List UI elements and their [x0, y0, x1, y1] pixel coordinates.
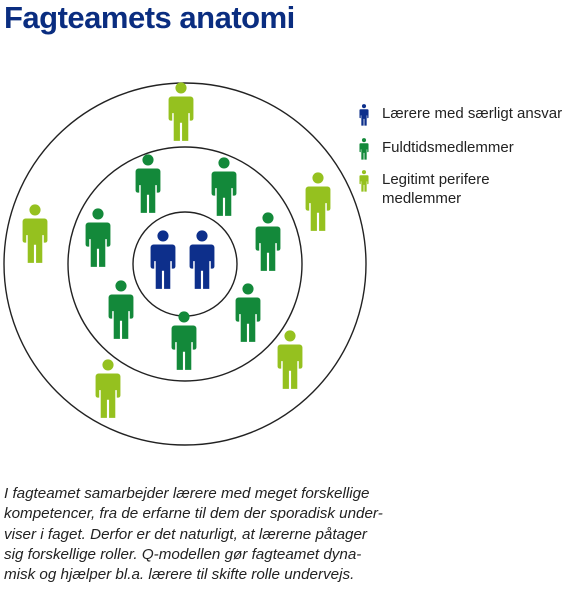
- person-icon-peripheral-5: [95, 359, 121, 418]
- legend-label-peripheral: Legitimt perifere medlemmer: [382, 171, 490, 207]
- middle-ring: [67, 146, 303, 382]
- legend-label-fulltime: Fuldtidsmedlemmer: [382, 139, 514, 156]
- inner-ring: [132, 211, 238, 317]
- legend-item-core: Lærere med særligt ansvar: [356, 104, 562, 126]
- page-title: Fagteamets anatomi: [4, 0, 295, 35]
- person-icon-peripheral-3: [22, 204, 48, 263]
- team-anatomy-diagram: [3, 82, 367, 446]
- person-icon-fulltime-3: [85, 208, 111, 267]
- person-icon: [356, 104, 372, 126]
- person-icon-fulltime-1: [135, 154, 161, 213]
- person-icon-peripheral-1: [168, 82, 194, 141]
- person-icon: [356, 138, 372, 160]
- person-icon: [356, 170, 372, 192]
- person-icon-fulltime-4: [255, 212, 281, 271]
- legend-peripheral-swatch: [359, 170, 368, 191]
- legend-item-peripheral: Legitimt perifere medlemmer: [356, 170, 490, 208]
- person-icon-fulltime-5: [108, 280, 134, 339]
- person-icon-core-2: [189, 230, 215, 289]
- person-icon-fulltime-7: [171, 311, 197, 370]
- legend-item-fulltime: Fuldtidsmedlemmer: [356, 138, 514, 160]
- legend-label-core: Lærere med særligt ansvar: [382, 105, 563, 122]
- caption-text: I fagteamet samarbejder lærere med meget…: [4, 485, 383, 584]
- person-icon-peripheral-2: [305, 172, 331, 231]
- person-icon-peripheral-4: [277, 330, 303, 389]
- person-icon-fulltime-2: [211, 157, 237, 216]
- legend-fulltime-swatch: [359, 138, 368, 159]
- legend-core-swatch: [359, 104, 368, 125]
- person-icon-fulltime-6: [235, 283, 261, 342]
- person-icon-core-1: [150, 230, 176, 289]
- outer-ring: [3, 82, 367, 446]
